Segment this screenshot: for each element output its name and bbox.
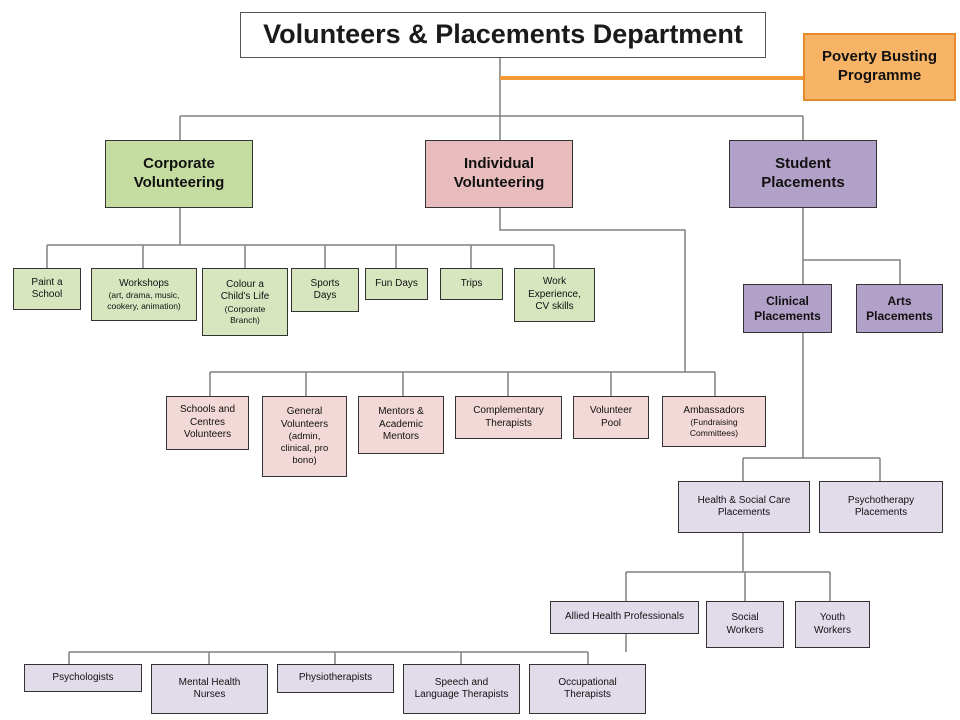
- connector-student-placements: [802, 208, 901, 284]
- connector-health-social: [625, 533, 831, 601]
- connector-allied-professions: [68, 634, 627, 664]
- profession-item: Mental Health Nurses: [151, 664, 268, 714]
- corporate-item: Colour a Child's Life(Corporate Branch): [202, 268, 288, 336]
- health-social-care-placements: Health & Social Care Placements: [678, 481, 810, 533]
- individual-item: Complementary Therapists: [455, 396, 562, 439]
- profession-item: Psychologists: [24, 664, 142, 692]
- poverty-busting-programme: Poverty Busting Programme: [803, 33, 956, 101]
- youth-workers: Youth Workers: [795, 601, 870, 648]
- psychotherapy-placements: Psychotherapy Placements: [819, 481, 943, 533]
- profession-item: Physiotherapists: [277, 664, 394, 693]
- connector-corporate-items: [46, 208, 555, 268]
- clinical-placements: Clinical Placements: [743, 284, 832, 333]
- student-placements: Student Placements: [729, 140, 877, 208]
- department-title: Volunteers & Placements Department: [240, 12, 766, 58]
- connector-individual-items: [209, 208, 716, 396]
- individual-volunteering: Individual Volunteering: [425, 140, 573, 208]
- individual-item: General Volunteers(admin, clinical, pro …: [262, 396, 347, 477]
- corporate-volunteering: Corporate Volunteering: [105, 140, 253, 208]
- individual-item: Ambassadors(Fundraising Committees): [662, 396, 766, 447]
- profession-item: Speech and Language Therapists: [403, 664, 520, 714]
- profession-item: Occupational Therapists: [529, 664, 646, 714]
- individual-item: Schools and Centres Volunteers: [166, 396, 249, 450]
- arts-placements: Arts Placements: [856, 284, 943, 333]
- corporate-item: Fun Days: [365, 268, 428, 300]
- corporate-item: Workshops(art, drama, music, cookery, an…: [91, 268, 197, 321]
- corporate-item: Paint a School: [13, 268, 81, 310]
- connector-title-branches: [179, 58, 804, 140]
- individual-item: Mentors & Academic Mentors: [358, 396, 444, 454]
- corporate-item: Trips: [440, 268, 503, 300]
- social-workers: Social Workers: [706, 601, 784, 648]
- connector-clinical-placements: [742, 333, 881, 481]
- individual-item: Volunteer Pool: [573, 396, 649, 439]
- corporate-item: Work Experience, CV skills: [514, 268, 595, 322]
- corporate-item: Sports Days: [291, 268, 359, 312]
- allied-health-professionals: Allied Health Professionals: [550, 601, 699, 634]
